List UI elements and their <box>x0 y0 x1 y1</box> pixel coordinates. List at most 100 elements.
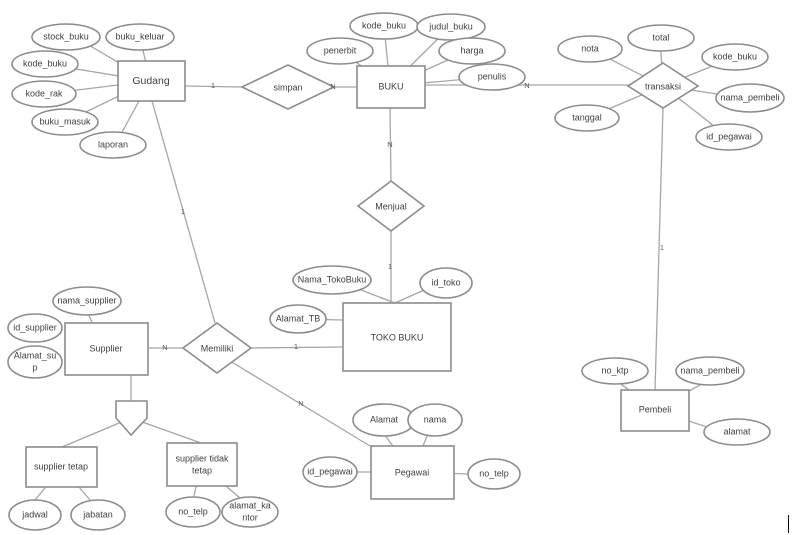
card-buku-menjual: N <box>387 140 392 149</box>
attr-gudang-kode-rak[interactable] <box>11 80 77 108</box>
attr-supplier-nama-supplier-label: nama_supplier <box>57 295 116 305</box>
attr-toko-id-toko-label: id_toko <box>431 277 460 287</box>
attr-transaksi-id-pegawai-label: id_pegawai <box>706 131 752 141</box>
relationship-simpan-label: simpan <box>273 82 302 92</box>
attr-buku-penerbit[interactable] <box>306 37 374 65</box>
attr-toko-alamat-tb[interactable] <box>269 304 327 334</box>
attr-transaksi-tanggal-label: tanggal <box>572 112 602 122</box>
attr-pegawai-no-telp-label: no_telp <box>479 468 509 478</box>
entity-pegawai-label: Pegawai <box>395 467 430 477</box>
entity-buku-label: BUKU <box>378 81 403 91</box>
relationship-menjual-label: Menjual <box>375 201 407 211</box>
card-menjual-toko: 1 <box>388 262 392 271</box>
entity-pembeli-label: Pembeli <box>639 404 672 414</box>
attr-pembeli-alamat-label: alamat <box>723 426 751 436</box>
attr-gudang-laporan[interactable] <box>79 131 147 159</box>
card-transaksi-pembeli: 1 <box>660 243 664 252</box>
attr-transaksi-id-pegawai[interactable] <box>695 123 763 151</box>
attr-supplier-id-supplier[interactable] <box>7 313 63 343</box>
specialisation-symbol <box>115 400 148 437</box>
card-buku-transaksi: N <box>524 81 529 90</box>
attr-supplier-alamat-sup[interactable] <box>7 345 63 379</box>
entity-supplier-label: Supplier <box>89 343 122 353</box>
attr-gudang-kode-buku[interactable] <box>11 50 79 78</box>
relationship-memiliki-label: Memiliki <box>201 343 234 353</box>
entity-pembeli[interactable] <box>620 389 690 432</box>
attr-buku-penulis[interactable] <box>458 63 526 91</box>
entity-pegawai[interactable] <box>370 445 455 500</box>
attr-toko-alamat-tb-label: Alamat_TB <box>276 313 321 323</box>
relationship-simpan[interactable] <box>240 64 336 110</box>
attr-gudang-kode-rak-label: kode_rak <box>25 88 63 98</box>
attr-supplier-alamat-sup-label-1: Alamat_su <box>14 350 57 360</box>
attr-supplier-tetap-jabatan-label: jabatan <box>82 509 113 519</box>
attr-supplier-tidak-tetap-alamat-kantor-label-1: alamat_ka <box>229 500 271 510</box>
entity-gudang[interactable] <box>117 60 186 102</box>
attr-transaksi-nama-pembeli-label: nama_pembeli <box>720 92 779 102</box>
card-memiliki-pegawai: N <box>298 399 303 408</box>
attr-pembeli-nama-pembeli[interactable] <box>675 356 745 386</box>
attr-gudang-stock-buku[interactable] <box>31 23 101 51</box>
attr-transaksi-nota-label: nota <box>581 43 599 53</box>
card-supplier-memiliki: N <box>162 343 167 352</box>
attr-transaksi-nota[interactable] <box>557 35 623 63</box>
attr-pembeli-no-ktp[interactable] <box>581 357 649 385</box>
attr-supplier-tidak-tetap-no-telp-label: no_telp <box>178 506 208 516</box>
attr-transaksi-total[interactable] <box>627 24 695 52</box>
attr-gudang-stock-buku-label: stock_buku <box>43 31 89 41</box>
attr-gudang-kode-buku-label: kode_buku <box>23 58 67 68</box>
attr-toko-id-toko[interactable] <box>419 267 473 299</box>
entity-buku[interactable] <box>356 65 426 109</box>
attr-supplier-tidak-tetap-alamat-kantor[interactable] <box>221 496 279 528</box>
attr-pegawai-no-telp[interactable] <box>467 458 521 490</box>
attr-transaksi-tanggal[interactable] <box>554 104 620 132</box>
attr-gudang-buku-keluar[interactable] <box>105 23 175 51</box>
entity-toko-buku[interactable] <box>342 302 452 372</box>
attr-transaksi-kode-buku[interactable] <box>701 43 769 71</box>
attr-gudang-buku-keluar-label: buku_keluar <box>115 31 164 41</box>
attr-pembeli-no-ktp-label: no_ktp <box>601 365 628 375</box>
attr-supplier-tetap-jabatan[interactable] <box>70 499 126 531</box>
attr-supplier-tidak-tetap-alamat-kantor-label-2: ntor <box>242 512 258 522</box>
entity-toko-buku-label: TOKO BUKU <box>371 332 424 342</box>
card-gudang-memiliki: 1 <box>181 207 185 216</box>
attr-buku-harga-label: harga <box>460 45 483 55</box>
entity-gudang-label: Gudang <box>132 75 170 87</box>
attr-gudang-buku-masuk[interactable] <box>31 108 99 136</box>
attr-pegawai-nama-label: nama <box>424 414 447 424</box>
attr-buku-judul-buku[interactable] <box>416 13 486 41</box>
relationship-memiliki[interactable] <box>181 322 253 374</box>
attr-pegawai-id-pegawai-label: id_pegawai <box>307 466 353 476</box>
attr-buku-penerbit-label: penerbit <box>324 45 357 55</box>
attr-buku-harga[interactable] <box>438 37 506 65</box>
attr-transaksi-nama-pembeli[interactable] <box>715 83 785 113</box>
attr-toko-nama-tokobuku[interactable] <box>292 265 372 295</box>
entity-supplier[interactable] <box>64 322 149 376</box>
attr-buku-penulis-label: penulis <box>478 71 507 81</box>
attr-pembeli-nama-pembeli-label: nama_pembeli <box>680 365 739 375</box>
attr-supplier-tetap-jadwal-label: jadwal <box>21 509 48 519</box>
attr-gudang-buku-masuk-label: buku_masuk <box>39 116 91 126</box>
attr-pegawai-nama[interactable] <box>407 403 463 437</box>
attr-transaksi-kode-buku-label: kode_buku <box>713 51 757 61</box>
relationship-menjual[interactable] <box>356 179 426 233</box>
relationship-transaksi[interactable] <box>626 62 700 109</box>
relationship-transaksi-label: transaksi <box>645 81 681 91</box>
attr-toko-nama-tokobuku-label: Nama_TokoBuku <box>298 274 367 284</box>
entity-supplier-tetap[interactable] <box>25 446 98 488</box>
attr-pegawai-alamat-label: Alamat <box>370 414 399 424</box>
attr-pembeli-alamat[interactable] <box>703 418 771 446</box>
attr-pegawai-id-pegawai[interactable] <box>302 456 358 488</box>
card-gudang-simpan: 1 <box>211 81 215 90</box>
attr-supplier-tidak-tetap-no-telp[interactable] <box>165 496 221 528</box>
attr-buku-kode-buku-label: kode_buku <box>362 20 406 30</box>
entity-supplier-tetap-label: supplier tetap <box>34 461 88 471</box>
attr-supplier-nama-supplier[interactable] <box>52 286 122 316</box>
text-cursor <box>788 515 789 533</box>
entity-supplier-tidak-tetap-label-1: supplier tidak <box>175 453 229 463</box>
attr-supplier-tetap-jadwal[interactable] <box>8 499 62 531</box>
entity-supplier-tidak-tetap[interactable] <box>166 442 238 487</box>
attr-supplier-alamat-sup-label-2: p <box>32 362 37 372</box>
card-simpan-buku: N <box>330 82 335 91</box>
